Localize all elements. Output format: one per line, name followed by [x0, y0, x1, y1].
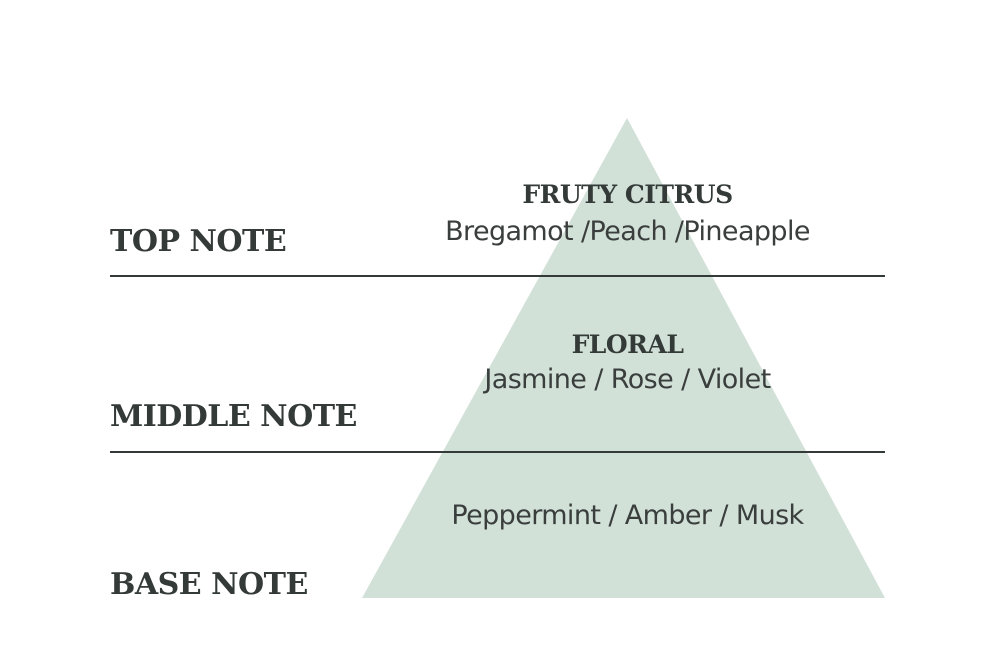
top-tier-notes: Bregamot /Peach /Pineapple: [445, 216, 810, 247]
top-middle-divider: [110, 275, 885, 277]
pyramid-triangle: [362, 118, 885, 598]
middle-tier-notes: Jasmine / Rose / Violet: [484, 364, 771, 395]
middle-tier-title: FLORAL: [571, 330, 684, 359]
top-tier-title: FRUTY CITRUS: [522, 180, 733, 209]
base-note-label: BASE NOTE: [110, 567, 308, 602]
base-tier-notes: Peppermint / Amber / Musk: [451, 500, 804, 531]
top-note-label: TOP NOTE: [110, 224, 287, 259]
middle-note-label: MIDDLE NOTE: [110, 399, 357, 434]
middle-base-divider: [110, 451, 885, 453]
